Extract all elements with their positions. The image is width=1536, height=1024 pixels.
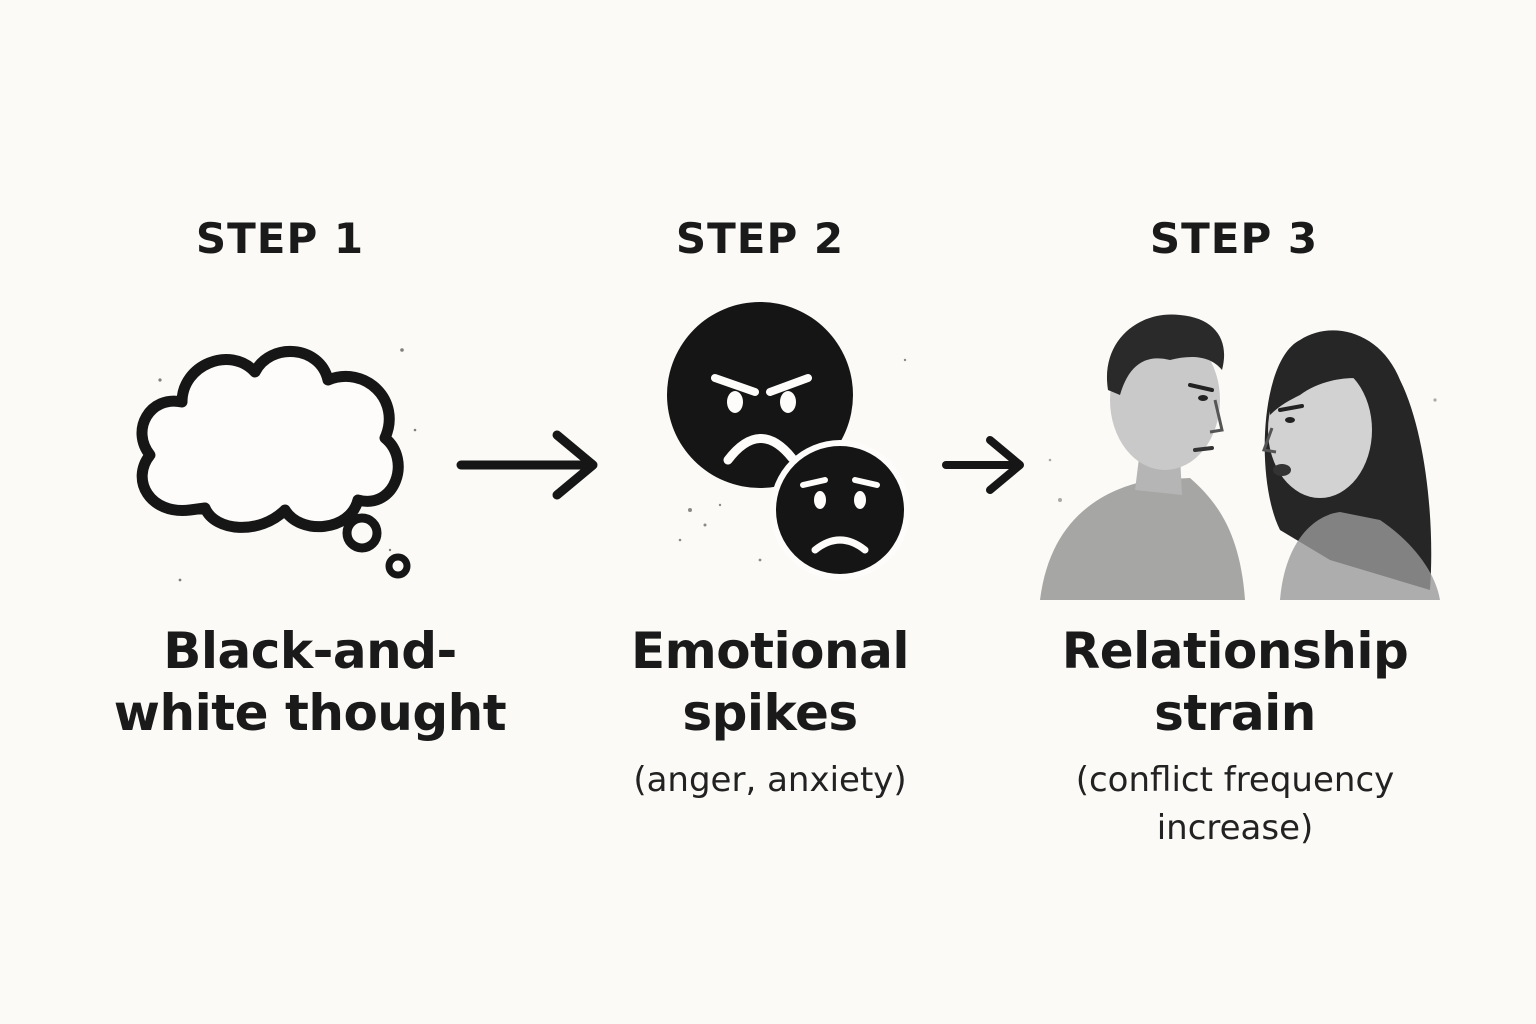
- step-3-subtitle: (conflict frequency increase): [1015, 756, 1455, 852]
- step-3-subtitle-line-1: (conflict frequency: [1075, 760, 1395, 800]
- right-arrow-icon: [940, 432, 1030, 498]
- angry-face-icon: [667, 302, 853, 488]
- step-2-title: Emotional spikes: [550, 620, 990, 744]
- step-2-title-line-2: spikes: [682, 684, 858, 742]
- man-figure: [1040, 314, 1245, 600]
- step-3-title: Relationship strain: [1015, 620, 1455, 744]
- step-3-title-line-1: Relationship: [1061, 622, 1409, 680]
- step-2-title-line-1: Emotional: [631, 622, 909, 680]
- step-3-subtitle-line-2: increase): [1156, 808, 1314, 848]
- step-1-title: Black-and- white thought: [90, 620, 530, 744]
- step-1-heading: STEP 1: [195, 214, 365, 263]
- step-3-title-line-2: strain: [1154, 684, 1316, 742]
- sad-face-icon: [770, 440, 910, 580]
- angry-and-sad-faces-icon: [660, 300, 920, 590]
- step-3-heading: STEP 3: [1149, 214, 1319, 263]
- woman-figure: [1261, 330, 1440, 600]
- step-2-heading: STEP 2: [675, 214, 845, 263]
- step-1-title-line-2: white thought: [113, 684, 507, 742]
- arguing-couple-illustration: [1040, 300, 1450, 600]
- right-arrow-icon: [455, 425, 605, 505]
- step-1-title-line-1: Black-and-: [163, 622, 457, 680]
- thought-bubble-icon: [120, 320, 430, 600]
- step-2-subtitle: (anger, anxiety): [633, 760, 907, 800]
